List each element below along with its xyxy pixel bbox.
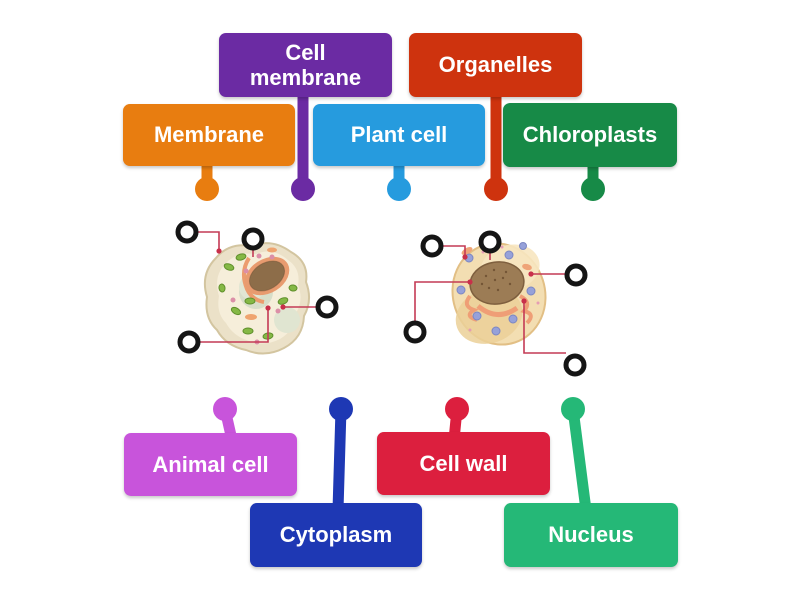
- target-markers: [175, 220, 588, 377]
- callout-dot: [521, 298, 527, 304]
- target-marker-1[interactable]: [175, 220, 199, 244]
- target-marker-5[interactable]: [420, 234, 444, 258]
- pin-chloroplasts[interactable]: [581, 177, 605, 201]
- target-marker-6[interactable]: [478, 230, 502, 254]
- target-marker-9[interactable]: [563, 353, 587, 377]
- label-animal-cell-text: Animal cell: [152, 451, 269, 477]
- label-cytoplasm[interactable]: Cytoplasm: [250, 503, 422, 567]
- label-cell-membrane[interactable]: Cell membrane: [219, 33, 392, 97]
- target-marker-4[interactable]: [177, 330, 201, 354]
- pin-membrane[interactable]: [195, 177, 219, 201]
- label-pins: [195, 84, 605, 516]
- callout-line: [197, 231, 220, 251]
- target-marker-8[interactable]: [403, 320, 427, 344]
- pin-stem-cytoplasm: [332, 403, 347, 516]
- pin-plant-cell[interactable]: [387, 177, 411, 201]
- animal-cell-image: [451, 242, 547, 346]
- label-organelles-text: Organelles: [438, 52, 553, 78]
- pin-stem-nucleus: [567, 403, 592, 516]
- callout-line: [442, 245, 466, 257]
- label-cytoplasm-text: Cytoplasm: [279, 522, 393, 548]
- pin-organelles[interactable]: [484, 177, 508, 201]
- label-nucleus-text: Nucleus: [548, 522, 634, 548]
- label-membrane-text: Membrane: [153, 122, 265, 148]
- label-chloroplasts-text: Chloroplasts: [522, 122, 658, 148]
- label-chloroplasts[interactable]: Chloroplasts: [503, 103, 677, 167]
- callout-lines: [197, 231, 566, 354]
- pin-cell-wall[interactable]: [445, 397, 469, 421]
- callout-dot: [528, 271, 534, 277]
- callout-dot: [462, 254, 468, 260]
- pin-cytoplasm[interactable]: [329, 397, 353, 421]
- label-cell-membrane-text: Cell membrane: [249, 39, 362, 90]
- label-cell-wall-text: Cell wall: [419, 450, 508, 476]
- plant-cell-image: [203, 242, 310, 355]
- target-marker-2[interactable]: [241, 227, 265, 251]
- callout-dot: [265, 305, 271, 311]
- label-cell-wall[interactable]: Cell wall: [377, 432, 550, 495]
- pin-nucleus[interactable]: [561, 397, 585, 421]
- label-organelles[interactable]: Organelles: [409, 33, 582, 97]
- callout-dot: [467, 279, 473, 285]
- target-marker-7[interactable]: [564, 263, 588, 287]
- callout-line: [523, 301, 566, 354]
- target-marker-3[interactable]: [315, 295, 339, 319]
- pin-animal-cell[interactable]: [213, 397, 237, 421]
- callout-dot: [216, 248, 222, 254]
- label-plant-cell-text: Plant cell: [350, 122, 448, 148]
- callout-line: [199, 308, 269, 343]
- label-plant-cell[interactable]: Plant cell: [313, 104, 485, 166]
- pin-cell-membrane[interactable]: [291, 177, 315, 201]
- label-membrane[interactable]: Membrane: [123, 104, 295, 166]
- callout-line: [414, 281, 470, 322]
- callout-dot: [280, 304, 286, 310]
- label-animal-cell[interactable]: Animal cell: [124, 433, 297, 496]
- label-nucleus[interactable]: Nucleus: [504, 503, 678, 567]
